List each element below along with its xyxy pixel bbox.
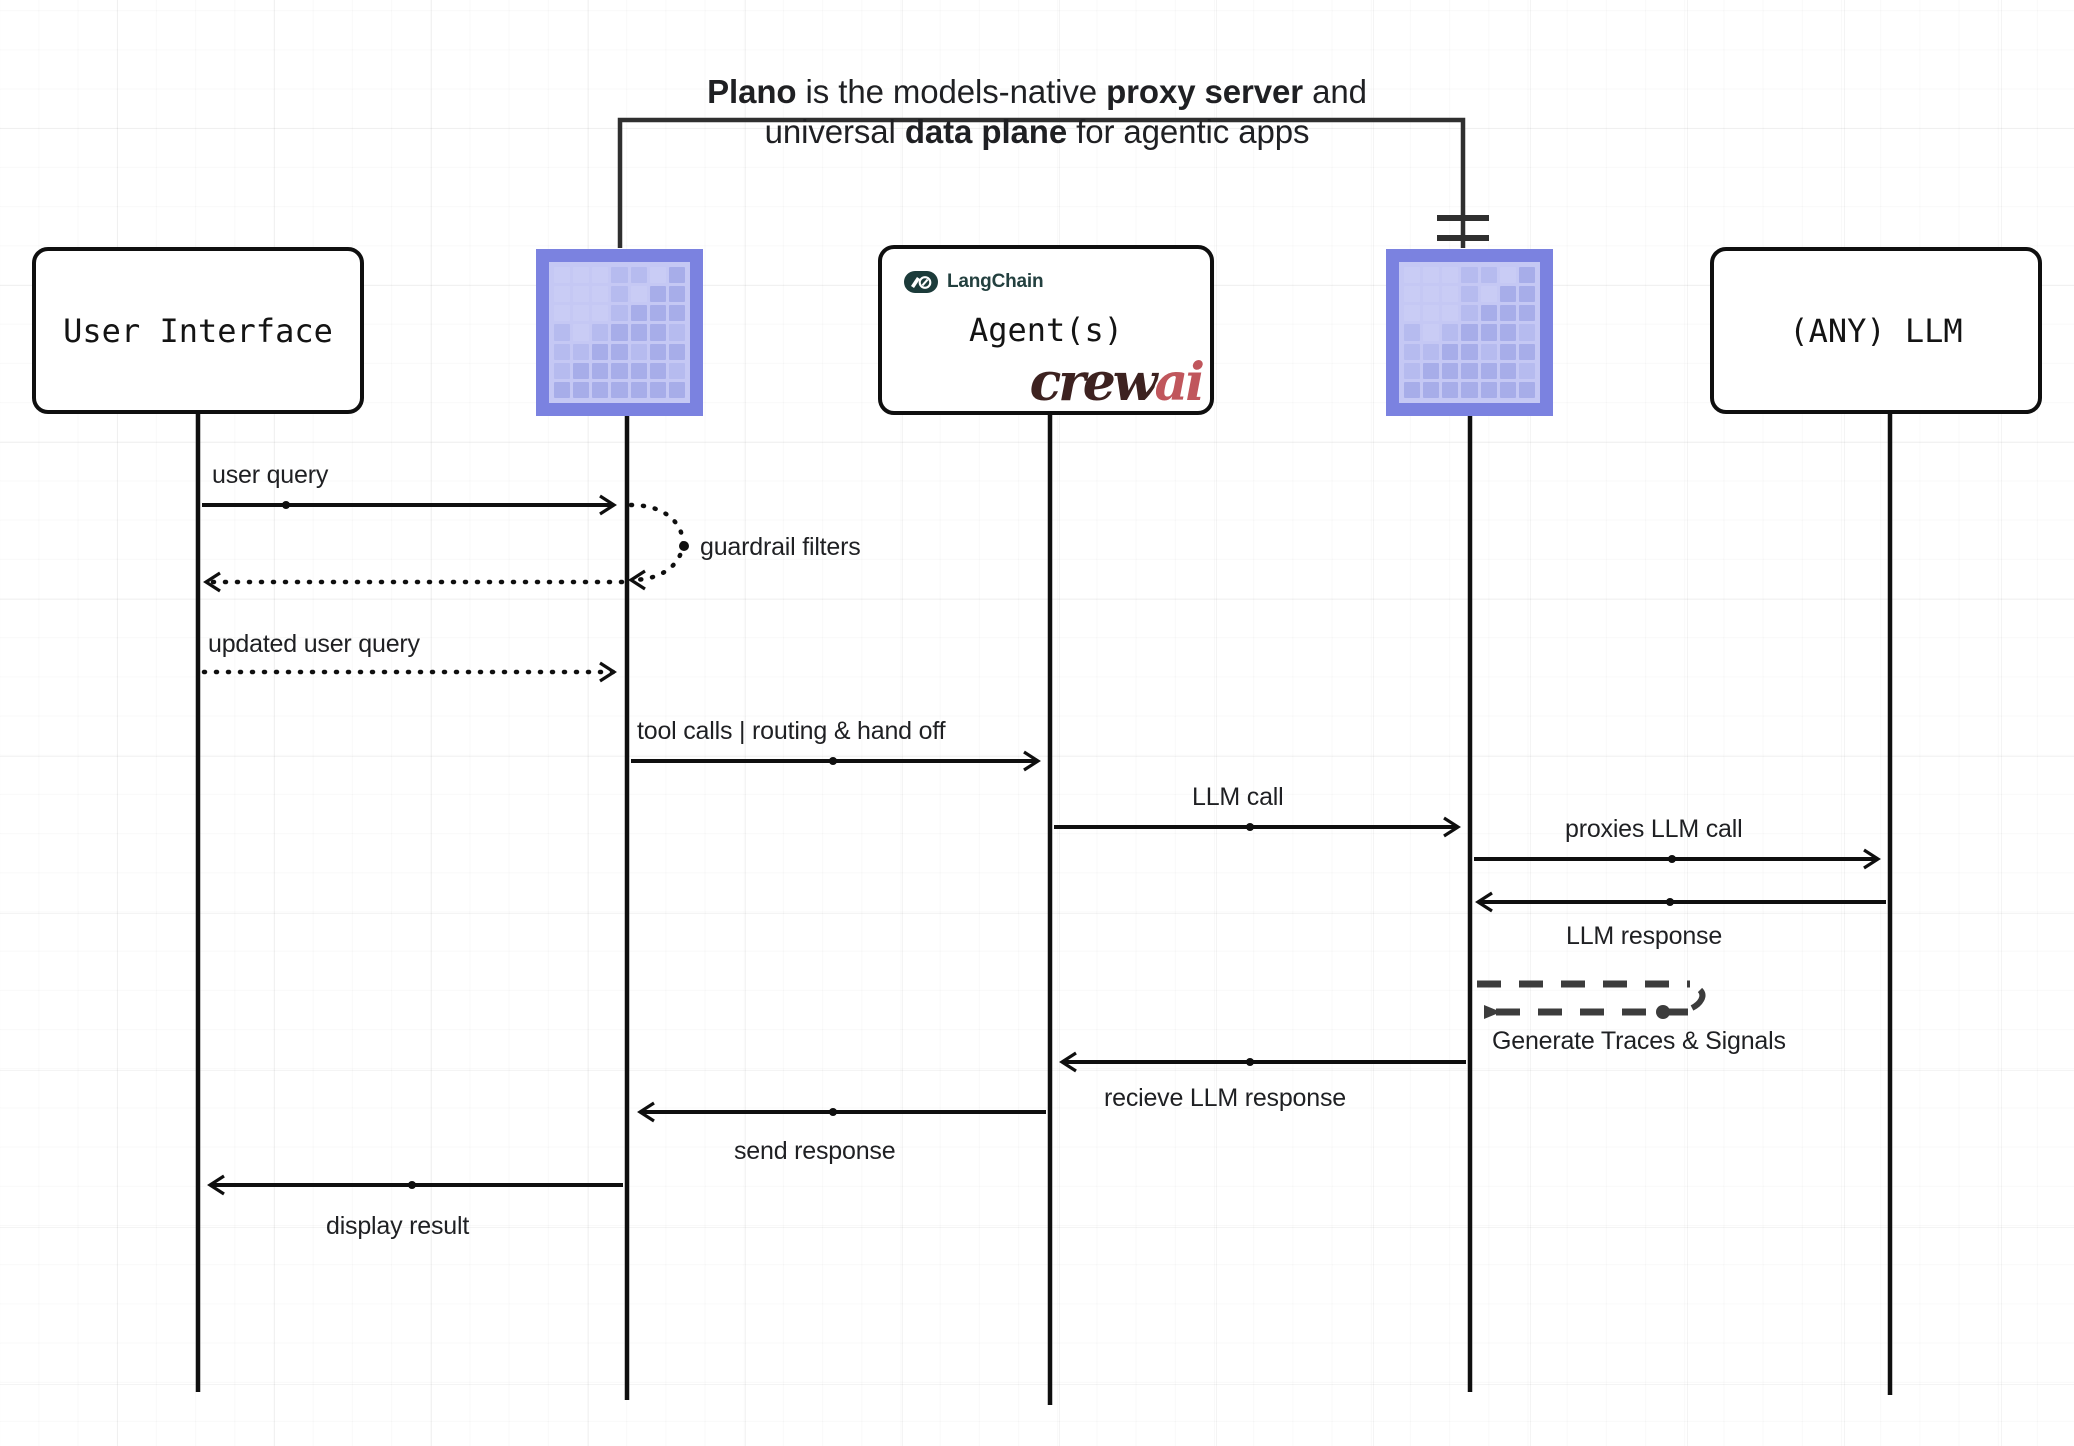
- message-generate-traces: [1477, 980, 1706, 1019]
- message-tool-calls: [631, 750, 1041, 772]
- message-display-result: [207, 1174, 623, 1196]
- plano-matrix-icon: [1399, 262, 1540, 403]
- langchain-mark-icon: [904, 271, 938, 293]
- participant-user-interface[interactable]: User Interface: [32, 247, 364, 414]
- title-seg-2: and: [1303, 73, 1367, 110]
- message-label-tool-calls: tool calls | routing & hand off: [637, 717, 946, 745]
- message-label-guardrail-filters: guardrail filters: [700, 533, 861, 561]
- participant-plano-gateway-in[interactable]: [536, 249, 703, 416]
- message-llm-response: [1475, 891, 1886, 913]
- title-seg-4: for agentic apps: [1067, 113, 1310, 151]
- crewai-logo: crewai: [1028, 355, 1207, 411]
- participant-any-llm[interactable]: (ANY) LLM: [1710, 247, 2042, 414]
- plano-equality-bracket: [617, 117, 1466, 248]
- plano-matrix-icon: [549, 262, 690, 403]
- crewai-label-ai: ai: [1153, 352, 1208, 413]
- participant-label-any-llm: (ANY) LLM: [1789, 311, 1963, 350]
- message-label-proxies-llm-call: proxies LLM call: [1565, 815, 1743, 843]
- message-recieve-llm-response: [1059, 1051, 1466, 1073]
- equals-sign-icon: [1437, 215, 1489, 241]
- langchain-label: LangChain: [947, 271, 1044, 292]
- message-label-display-result: display result: [326, 1212, 470, 1240]
- lifelines: [195, 313, 1893, 1405]
- title-brand: Plano: [707, 73, 797, 110]
- participant-label-agents: Agent(s): [968, 311, 1124, 349]
- message-label-llm-response: LLM response: [1566, 922, 1723, 950]
- message-proxies-llm-call: [1474, 848, 1881, 870]
- message-user-query: [202, 494, 617, 516]
- message-send-response: [637, 1101, 1046, 1123]
- title-seg-1: is the models-native: [796, 73, 1107, 110]
- message-label-send-response: send response: [734, 1137, 896, 1165]
- langchain-glyph-icon: [911, 275, 932, 289]
- langchain-logo: LangChain: [904, 271, 1044, 293]
- participant-plano-gateway-out[interactable]: [1386, 249, 1553, 416]
- crewai-label-crew: crew: [1028, 352, 1160, 413]
- message-label-llm-call: LLM call: [1192, 783, 1284, 811]
- participant-agents[interactable]: LangChain Agent(s) crewai: [878, 245, 1214, 415]
- participant-label-user-interface: User Interface: [63, 311, 333, 350]
- message-label-user-query: user query: [212, 461, 329, 489]
- message-guardrail-filters: [628, 502, 689, 591]
- diagram-title: Plano is the models-native proxy server …: [0, 72, 2074, 153]
- title-seg-3: universal: [764, 113, 905, 151]
- message-label-recieve-llm-response: recieve LLM response: [1104, 1084, 1346, 1112]
- title-bold-proxy-server: proxy server: [1106, 73, 1304, 110]
- title-bold-data-plane: data plane: [904, 113, 1068, 151]
- message-llm-call: [1054, 816, 1461, 838]
- message-label-updated-user-query: updated user query: [208, 630, 420, 658]
- message-label-generate-traces: Generate Traces & Signals: [1492, 1027, 1786, 1055]
